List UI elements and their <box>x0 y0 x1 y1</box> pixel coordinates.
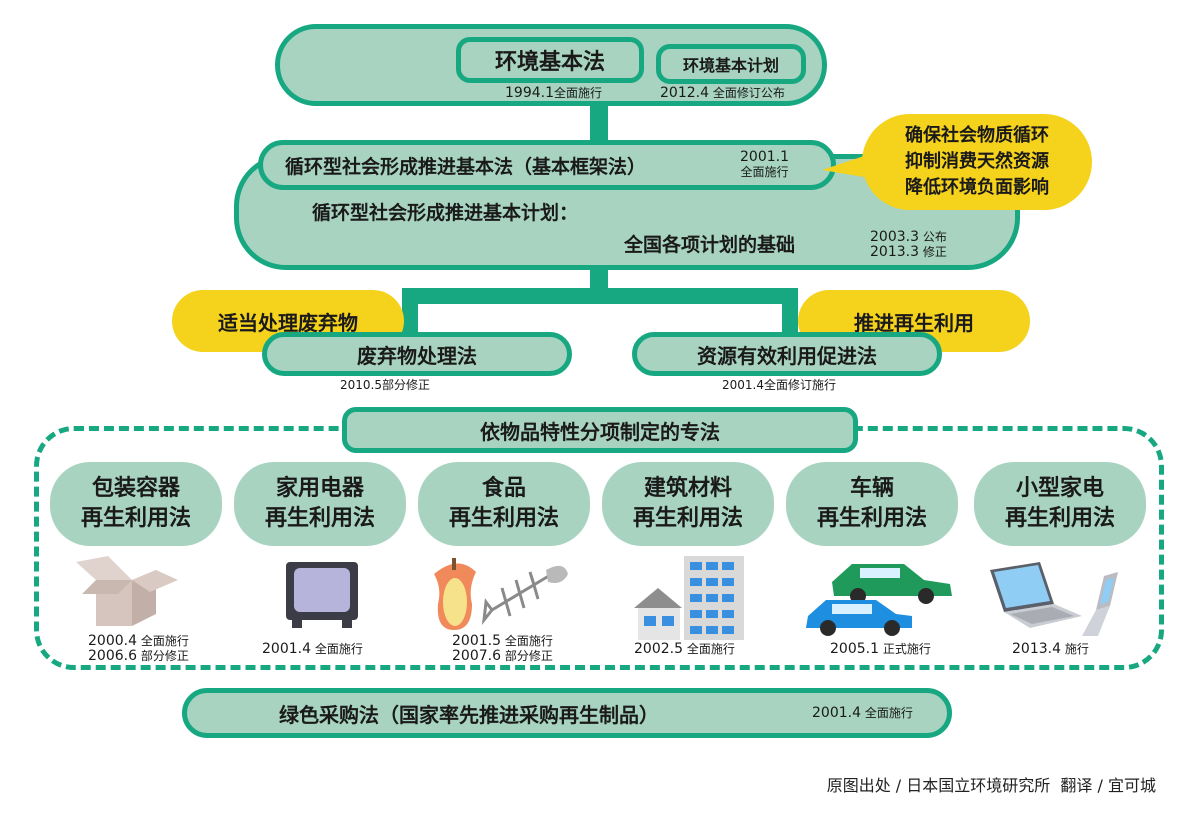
framework-plan-date: 2003.3 公布 2013.3 修正 <box>870 229 947 260</box>
connector-left <box>402 288 418 334</box>
appliance-law-date: 2001.4 全面施行 <box>262 641 363 657</box>
resource-law-date: 2001.4全面修订施行 <box>722 378 836 392</box>
goal-item: 降低环境负面影响 <box>905 177 1049 198</box>
environment-basic-law: 环境基本法 <box>456 37 644 83</box>
building-icon <box>634 556 744 640</box>
environment-plan-date: 2012.4 全面修订公布 <box>660 85 785 101</box>
connector-top <box>590 102 608 148</box>
framework-plan-subtitle: 全国各项计划的基础 <box>624 234 796 256</box>
source-credit: 原图出处 / 日本国立环境研究所 翻译 / 宜可城 <box>826 776 1156 795</box>
laptop-phone-icon <box>990 562 1118 636</box>
environment-basic-plan: 环境基本计划 <box>656 44 806 84</box>
vehicle-recycling-law: 车辆再生利用法 <box>786 462 958 546</box>
green-purchasing-law: 绿色采购法（国家率先推进采购再生制品） <box>182 688 952 738</box>
tv-icon <box>286 562 358 628</box>
construction-recycling-law: 建筑材料再生利用法 <box>602 462 774 546</box>
waste-law-date: 2010.5部分修正 <box>340 378 430 392</box>
goal-item: 确保社会物质循环 <box>905 125 1049 146</box>
environment-law-date: 1994.1全面施行 <box>505 85 603 101</box>
appliance-recycling-law: 家用电器再生利用法 <box>234 462 406 546</box>
small-appliance-law-date: 2013.4 施行 <box>1012 641 1089 657</box>
specific-laws-header: 依物品特性分项制定的专法 <box>342 407 858 453</box>
vehicle-law-date: 2005.1 正式施行 <box>830 641 931 657</box>
food-law-dates: 2001.5 全面施行 2007.6 部分修正 <box>452 633 553 664</box>
small-appliance-recycling-law: 小型家电再生利用法 <box>974 462 1146 546</box>
packaging-law-dates: 2000.4 全面施行 2006.6 部分修正 <box>88 633 189 664</box>
goals-bubble: 确保社会物质循环 抑制消费天然资源 降低环境负面影响 <box>862 114 1092 210</box>
waste-management-law: 废弃物处理法 <box>262 332 572 376</box>
food-recycling-law: 食品再生利用法 <box>418 462 590 546</box>
food-waste-icon <box>434 558 568 630</box>
packaging-recycling-law: 包装容器再生利用法 <box>50 462 222 546</box>
box-icon <box>76 556 178 626</box>
connector-horizontal <box>402 288 798 304</box>
framework-plan-title: 循环型社会形成推进基本计划： <box>312 202 579 224</box>
car-icon <box>806 564 952 636</box>
green-law-date: 2001.4 全面施行 <box>812 705 913 721</box>
framework-law-date: 2001.1 全面施行 <box>740 149 789 180</box>
connector-right <box>782 288 798 334</box>
construction-law-date: 2002.5 全面施行 <box>634 641 735 657</box>
resource-utilization-law: 资源有效利用促进法 <box>632 332 942 376</box>
goal-item: 抑制消费天然资源 <box>905 151 1049 172</box>
connector-mid <box>590 266 608 292</box>
framework-law: 循环型社会形成推进基本法（基本框架法） <box>258 140 836 190</box>
